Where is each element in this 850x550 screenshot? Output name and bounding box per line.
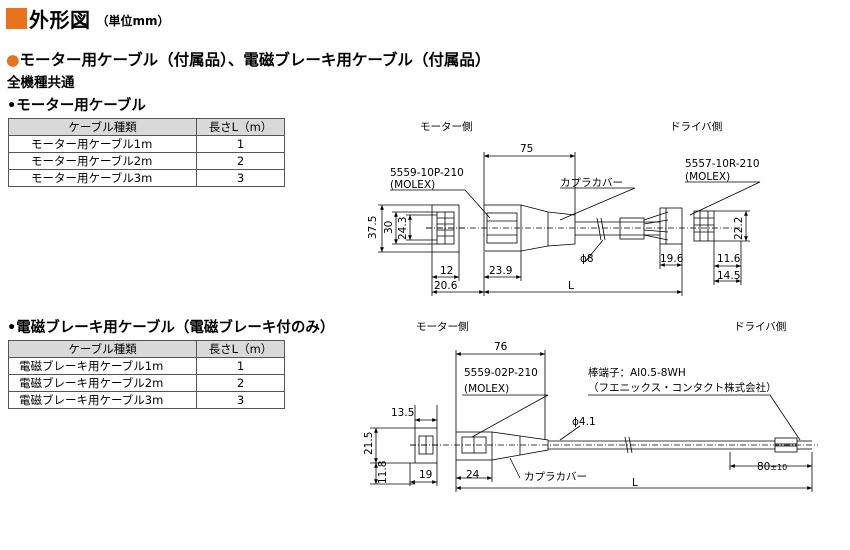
dim-label: ϕ8 <box>580 253 594 265</box>
table-row: モーター用ケーブル3m 3 <box>8 169 285 187</box>
table-row: モーター用ケーブル1m 1 <box>8 135 285 153</box>
dim-label: 24 <box>466 469 480 481</box>
dim-label: 14.5 <box>717 270 740 282</box>
dim-label: ϕ4.1 <box>572 416 596 428</box>
brake-drawing-labels: モーター側 ドライバ側 76 5559-02P-210 (MOLEX) 棒端子：… <box>363 320 787 489</box>
dim-label: 11.6 <box>717 253 741 265</box>
table-header: ケーブル種類 <box>8 340 197 358</box>
dim-label: 20.6 <box>434 280 458 292</box>
table-row: 電磁ブレーキ用ケーブル3m 3 <box>8 391 285 409</box>
table-row: 電磁ブレーキ用ケーブル2m 2 <box>8 374 285 392</box>
dim-label: 12 <box>440 265 453 277</box>
motor-drawing-labels: モーター側 ドライバ側 75 5559-10P-210 (MOLEX) カプラカ… <box>367 120 760 292</box>
section-heading: ●モーター用ケーブル（付属品）、電磁ブレーキ用ケーブル（付属品） <box>6 48 490 70</box>
brake-cable-table: ケーブル種類 長さL（m） 電磁ブレーキ用ケーブル1m 1 電磁ブレーキ用ケーブ… <box>8 340 285 409</box>
common-note: 全機種共通 <box>7 75 75 91</box>
dim-label: 24.3 <box>397 217 409 240</box>
dim-label: 80±10 <box>757 461 787 473</box>
motor-side-label: モーター側 <box>416 320 469 333</box>
page-title-row: 外形図 （単位mm） <box>6 6 170 32</box>
table-cell: 電磁ブレーキ用ケーブル3m <box>8 391 197 409</box>
connector-body <box>455 431 493 461</box>
dim-label: 75 <box>520 143 533 155</box>
page-title: 外形図 <box>29 7 91 32</box>
dim-label: L <box>632 477 638 489</box>
dim-label: 30 <box>383 221 395 234</box>
bullet-icon: ● <box>6 51 20 69</box>
table-cell: モーター用ケーブル2m <box>8 152 197 170</box>
table-header-row: ケーブル種類 長さL（m） <box>8 118 285 136</box>
table-row: モーター用ケーブル2m 2 <box>8 152 285 170</box>
brake-cable-drawing <box>370 350 818 492</box>
table-cell: 3 <box>196 169 285 187</box>
driver-side-label: ドライバ側 <box>670 120 722 133</box>
connector-part-label: 5559-02P-210 <box>464 367 538 379</box>
section-title: モーター用ケーブル（付属品）、電磁ブレーキ用ケーブル（付属品） <box>19 51 491 69</box>
driver-side-label: ドライバ側 <box>734 320 786 333</box>
table-header: ケーブル種類 <box>8 118 197 136</box>
terminal-part-label: 棒端子：AI0.5-8WH <box>588 366 686 379</box>
motor-cable-drawing <box>378 152 761 296</box>
connector-part-label: 5559-10P-210 <box>390 167 464 179</box>
table-cell: 2 <box>196 374 285 392</box>
connector-maker-label: (MOLEX) <box>390 179 435 191</box>
dim-label: 19.6 <box>660 253 684 265</box>
table-cell: 3 <box>196 391 285 409</box>
dim-label: 13.5 <box>391 407 414 419</box>
brake-cable-heading: •電磁ブレーキ用ケーブル（電磁ブレーキ付のみ） <box>7 320 335 336</box>
motor-cable-heading: •モーター用ケーブル <box>7 98 146 114</box>
connector-maker-label: (MOLEX) <box>685 171 730 183</box>
dim-label: 21.5 <box>363 432 375 455</box>
connector-maker-label: (MOLEX) <box>464 383 509 395</box>
dim-label: 37.5 <box>367 216 379 239</box>
dim-label: 22.2 <box>733 217 745 240</box>
connector-part-label: 5557-10R-210 <box>685 158 760 170</box>
dim-label: 11.8 <box>377 461 389 484</box>
coupler-cover-label: カプラカバー <box>560 177 623 189</box>
connector-end-view <box>414 427 438 464</box>
unit-label: （単位mm） <box>96 13 170 28</box>
motor-side-label: モーター側 <box>420 120 473 133</box>
title-marker-icon <box>6 7 27 29</box>
terminal-maker-label: （フエニックス・コンタクト株式会社） <box>588 381 777 394</box>
dim-label: 23.9 <box>489 265 512 277</box>
coupler-cover-label: カプラカバー <box>524 471 587 483</box>
dim-label: L <box>568 280 574 292</box>
table-cell: 電磁ブレーキ用ケーブル2m <box>8 374 197 392</box>
table-cell: モーター用ケーブル3m <box>8 169 197 187</box>
connector-end-view <box>431 204 460 253</box>
dim-label: 76 <box>494 341 508 353</box>
dim-label: 19 <box>419 469 432 481</box>
motor-cable-table: ケーブル種類 長さL（m） モーター用ケーブル1m 1 モーター用ケーブル2m … <box>8 118 285 187</box>
